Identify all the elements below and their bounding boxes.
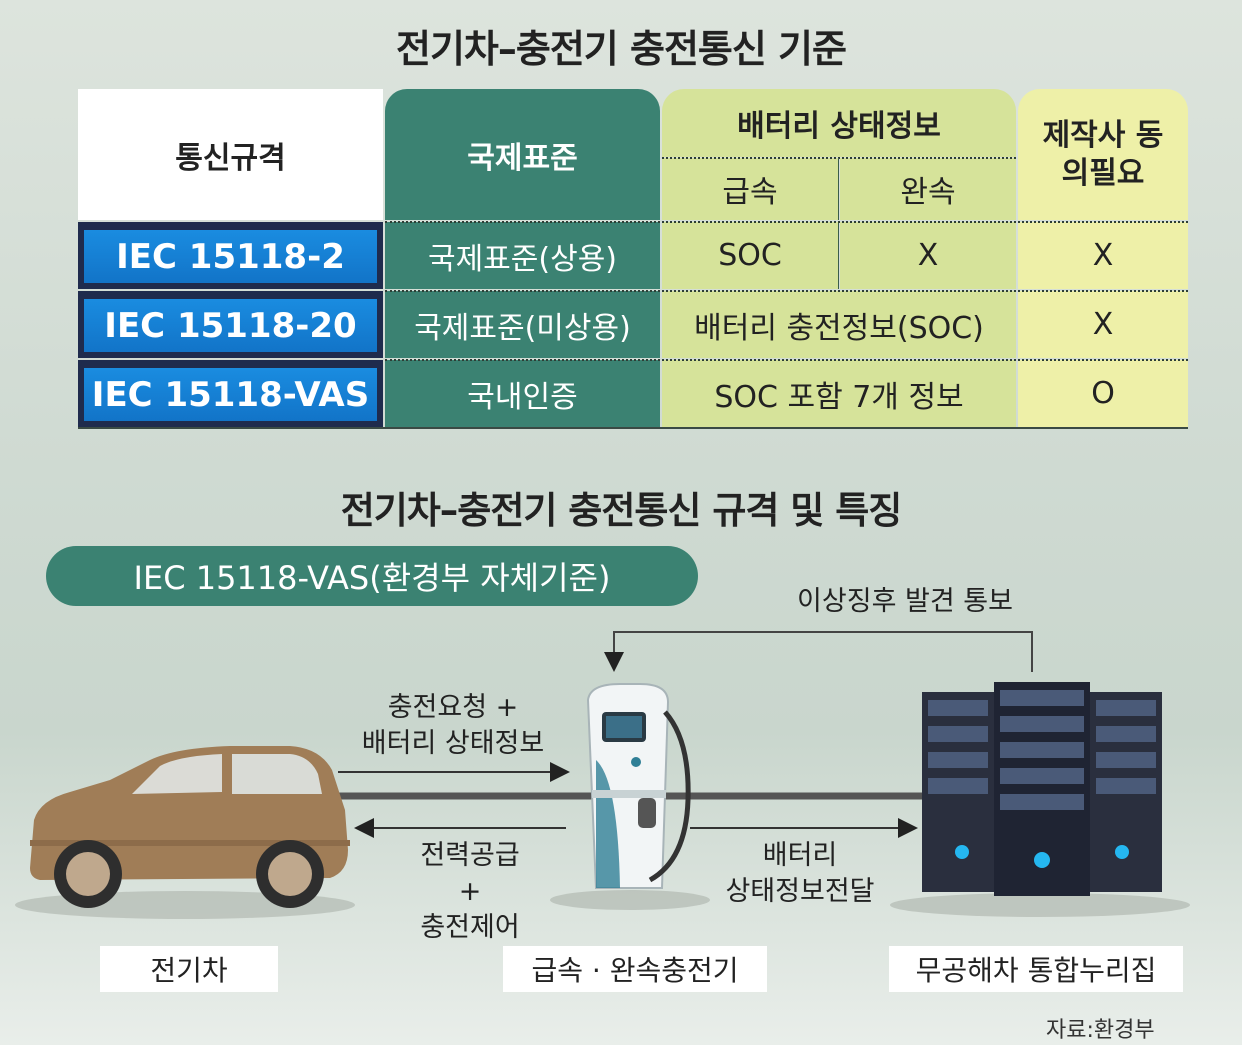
deliver-line-1: 배터리 xyxy=(762,840,838,871)
source-note: 자료:환경부 xyxy=(1046,1018,1155,1043)
row3-international: 국내인증 xyxy=(385,360,660,427)
row2-standard: IEC 15118-20 xyxy=(78,291,383,358)
header-standard-text: 통신규격 xyxy=(175,140,286,176)
row1-consent-text: X xyxy=(1092,238,1114,273)
header-slow: 완속 xyxy=(840,158,1016,220)
deliver-note: 배터리 상태정보전달 xyxy=(700,838,900,910)
row2-standard-text: IEC 15118-20 xyxy=(84,299,377,352)
row1-fast-text: SOC xyxy=(718,238,782,273)
anomaly-report-label: 이상징후 발견 통보 xyxy=(797,586,1013,617)
charger-label: 급속 · 완속충전기 xyxy=(503,946,767,992)
row1-consent: X xyxy=(1018,222,1188,289)
header-international: 국제표준 xyxy=(385,89,660,220)
deliver-line-2: 상태정보전달 xyxy=(725,876,875,907)
header-international-text: 국제표준 xyxy=(467,140,578,176)
car-icon xyxy=(15,746,355,919)
row1-slow-text: X xyxy=(917,238,939,273)
request-note: 충전요청 + 배터리 상태정보 xyxy=(338,690,568,762)
supply-line-3: 충전제어 xyxy=(420,912,520,943)
vas-pill: IEC 15118-VAS(환경부 자체기준) xyxy=(46,546,698,606)
row2-battery-text: 배터리 충전정보(SOC) xyxy=(694,310,984,346)
row3-international-text: 국내인증 xyxy=(467,379,578,415)
diagram-title: 전기차–충전기 충전통신 규격 및 특징 xyxy=(340,489,903,532)
row3-consent: O xyxy=(1018,360,1188,427)
row3-standard: IEC 15118-VAS xyxy=(78,360,383,427)
row2-international-text: 국제표준(미상용) xyxy=(414,310,631,346)
row1-international: 국제표준(상용) xyxy=(385,222,660,289)
supply-line-1: 전력공급 xyxy=(420,840,520,871)
server-icon xyxy=(890,682,1190,917)
row3-battery: SOC 포함 7개 정보 xyxy=(662,360,1016,427)
row1-fast: SOC xyxy=(662,222,838,289)
header-battery: 배터리 상태정보 xyxy=(662,89,1016,157)
header-consent: 제작사 동의필요 xyxy=(1018,89,1188,220)
header-battery-text: 배터리 상태정보 xyxy=(737,109,941,144)
row2-consent: X xyxy=(1018,291,1188,358)
header-fast-text: 급속 xyxy=(722,175,778,210)
table-title: 전기차–충전기 충전통신 기준 xyxy=(396,27,847,71)
request-line-2: 배터리 상태정보 xyxy=(361,728,545,759)
standards-table: 통신규격 국제표준 배터리 상태정보 급속 완속 제작사 동의필요 IEC 15… xyxy=(0,0,1242,440)
supply-line-2: + xyxy=(458,876,482,907)
row2-consent-text: X xyxy=(1092,307,1114,342)
anomaly-feedback-arrow xyxy=(604,631,1033,672)
row1-slow: X xyxy=(840,222,1016,289)
row3-consent-text: O xyxy=(1091,376,1115,411)
row3-battery-text: SOC 포함 7개 정보 xyxy=(714,379,964,415)
header-consent-text: 제작사 동의필요 xyxy=(1042,117,1164,191)
charger-icon xyxy=(550,683,710,910)
row2-international: 국제표준(미상용) xyxy=(385,291,660,358)
row1-standard-text: IEC 15118-2 xyxy=(84,230,377,283)
row2-battery: 배터리 충전정보(SOC) xyxy=(662,291,1016,358)
header-standard: 통신규격 xyxy=(78,89,383,220)
supply-note: 전력공급 + 충전제어 xyxy=(360,838,580,946)
ev-label: 전기차 xyxy=(100,946,278,992)
header-slow-text: 완속 xyxy=(900,175,956,210)
system-label: 무공해차 통합누리집 xyxy=(889,946,1183,992)
row1-standard: IEC 15118-2 xyxy=(78,222,383,289)
request-line-1: 충전요청 + xyxy=(387,692,519,723)
row3-standard-text: IEC 15118-VAS xyxy=(84,368,377,421)
row1-international-text: 국제표준(상용) xyxy=(427,241,617,277)
header-fast: 급속 xyxy=(662,158,838,220)
